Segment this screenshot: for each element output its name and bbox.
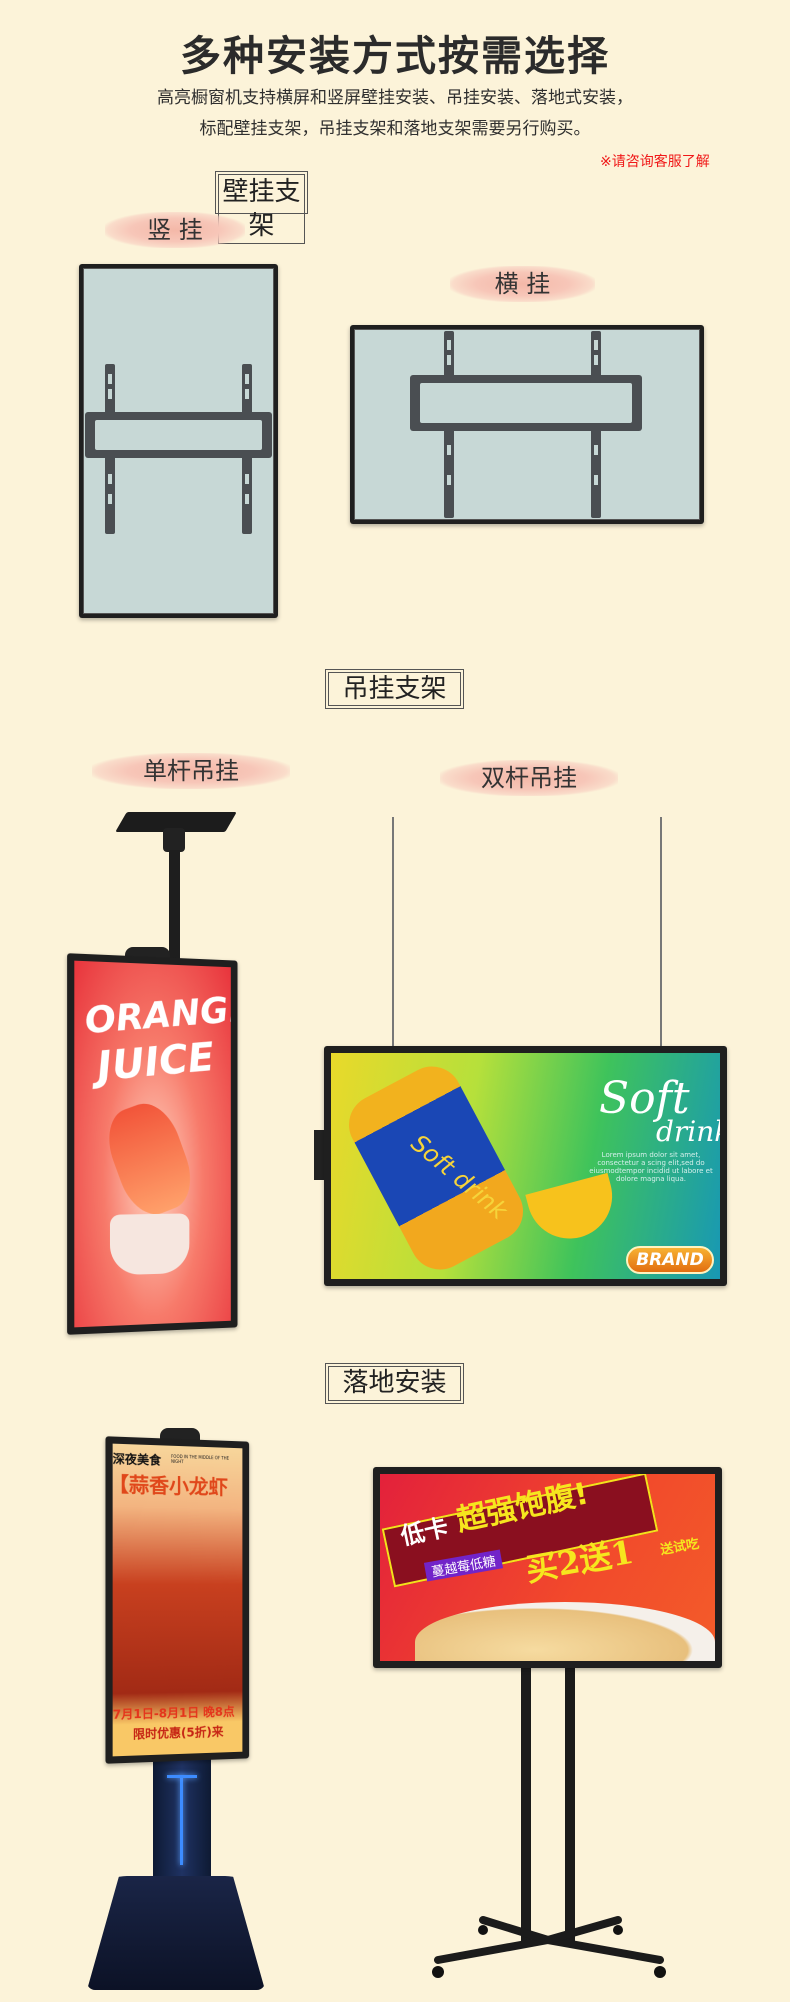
section-label: 吊挂支架 xyxy=(328,672,461,706)
double-pole-screen: Soft drink Soft drink Lorem ipsum dolor … xyxy=(324,1046,727,1286)
wall-bracket-icon xyxy=(350,325,704,524)
floor-horizontal-screen: 低卡 超强饱腹! 蔓越莓低糖 买2送1 送试吃 xyxy=(373,1467,722,1668)
poster-body: Lorem ipsum dolor sit amet, consectetur … xyxy=(581,1151,720,1183)
horizontal-wall-screen xyxy=(350,325,704,524)
poster-brand: 深夜美食 xyxy=(113,1450,161,1469)
poster-date: 7月1日-8月1日 晚8点 xyxy=(113,1703,235,1723)
tag-double-pole: 双杆吊挂 xyxy=(440,760,618,796)
single-pole-screen: ORANGE JUICE xyxy=(67,953,237,1335)
hanging-wire-left xyxy=(392,817,394,1049)
poster-headline: 【蒜香小龙虾 xyxy=(113,1468,228,1500)
hanging-pole xyxy=(169,850,180,960)
section-wall-mount: 壁挂支架 xyxy=(215,171,308,214)
poster-promo: 限时优惠(5折)来 xyxy=(133,1723,223,1743)
section-label: 落地安装 xyxy=(328,1366,461,1401)
pole-joint xyxy=(163,828,185,852)
wall-bracket-icon xyxy=(79,264,278,618)
orange-slice-image xyxy=(525,1173,621,1248)
hanging-wire-right xyxy=(660,817,662,1049)
consult-note: ※请咨询客服了解 xyxy=(600,151,710,171)
poster-trial: 送试吃 xyxy=(659,1533,701,1558)
tag-single-pole: 单杆吊挂 xyxy=(92,753,290,789)
light-strip xyxy=(167,1775,197,1778)
stand-cross-base xyxy=(428,1900,673,1990)
orange-slices-image xyxy=(98,1095,201,1223)
section-hanging: 吊挂支架 xyxy=(325,669,464,709)
cup-image xyxy=(110,1213,189,1275)
subtitle-line-1: 高亮橱窗机支持横屏和竖屏壁挂安装、吊挂安装、落地式安装， xyxy=(0,83,790,108)
light-strip xyxy=(180,1775,183,1865)
section-floor: 落地安装 xyxy=(325,1363,464,1404)
poster-brand-en: FOOD IN THE MIDDLE OF THE NIGHT xyxy=(171,1454,230,1466)
page-title: 多种安装方式按需选择 xyxy=(0,22,790,82)
floor-vertical-screen: 深夜美食 FOOD IN THE MIDDLE OF THE NIGHT 【蒜香… xyxy=(105,1436,249,1764)
vertical-wall-screen xyxy=(79,264,278,618)
stand-base xyxy=(87,1876,265,1990)
poster-title: drink xyxy=(656,1115,720,1148)
tag-vertical: 竖 挂 xyxy=(105,212,245,248)
cookies-image xyxy=(415,1602,715,1661)
brand-badge: BRAND xyxy=(626,1246,714,1274)
subtitle-line-2: 标配壁挂支架，吊挂支架和落地支架需要另行购买。 xyxy=(0,114,790,139)
tag-horizontal: 横 挂 xyxy=(450,266,595,302)
poster-text: JUICE xyxy=(95,1034,217,1090)
